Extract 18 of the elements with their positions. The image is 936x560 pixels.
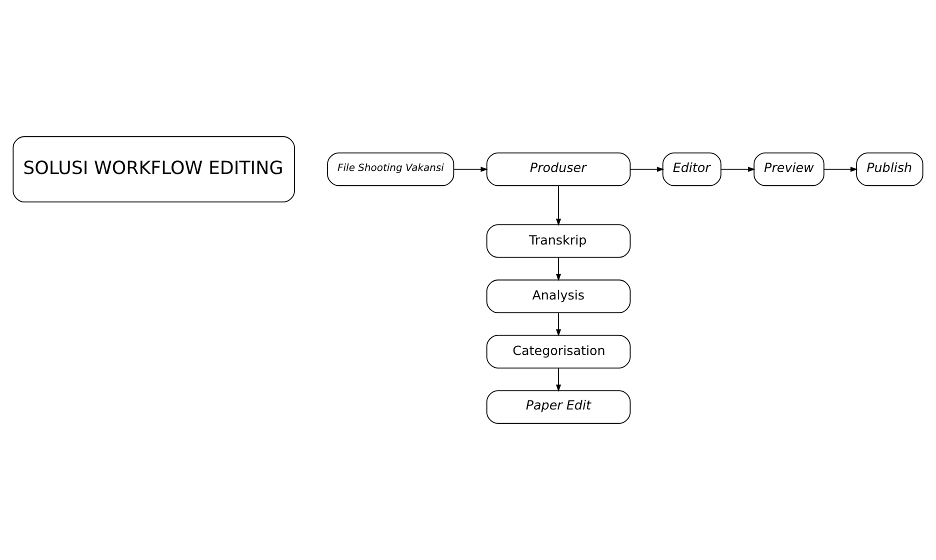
node-box: Editor	[662, 152, 722, 186]
node-box: Paper Edit	[486, 390, 631, 424]
node-box: Publish	[856, 152, 924, 186]
arrow	[556, 368, 562, 392]
arrow	[720, 166, 756, 172]
arrow	[630, 166, 664, 172]
arrow	[556, 185, 562, 226]
node-box: Preview	[754, 152, 824, 186]
node-box: Produser	[486, 152, 631, 186]
node-box: SOLUSI WORKFLOW EDITING	[12, 136, 295, 202]
arrow	[453, 166, 488, 172]
node-box: Analysis	[486, 280, 631, 314]
arrow	[824, 166, 858, 172]
node-box: Transkrip	[486, 224, 631, 258]
arrow	[556, 312, 562, 337]
arrow	[556, 256, 562, 282]
node-box: Categorisation	[486, 334, 631, 368]
node-box: File Shooting Vakansi	[327, 152, 454, 186]
